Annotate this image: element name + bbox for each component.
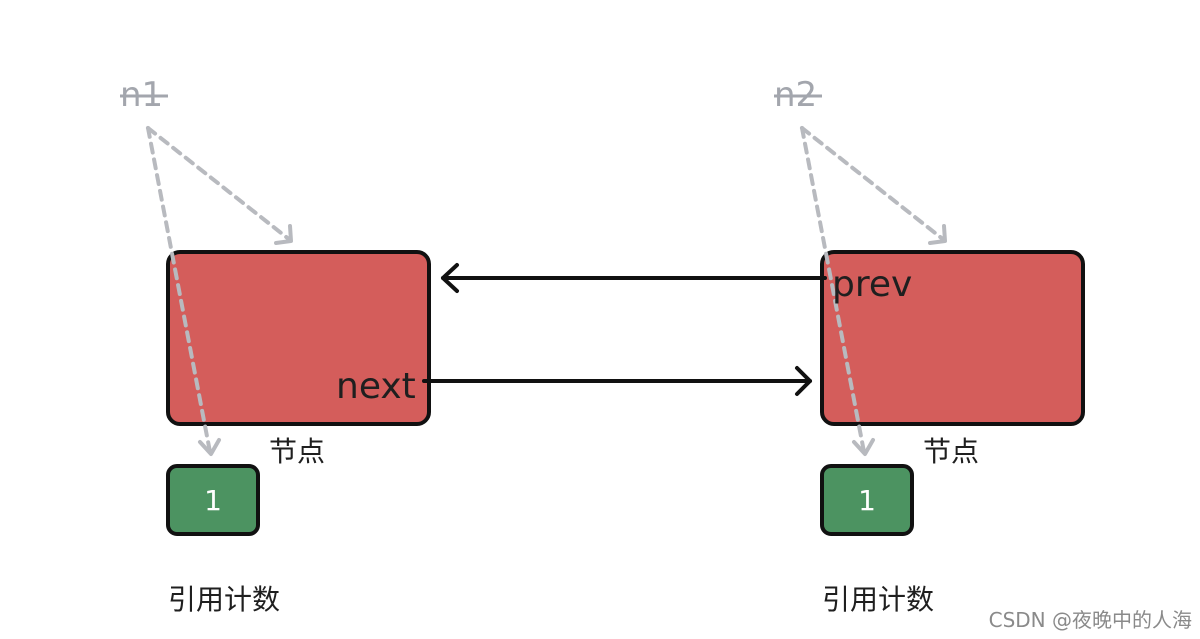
n1-to-node-arrowhead xyxy=(274,224,293,245)
n2-to-node-reference xyxy=(800,126,946,242)
n1-to-node-reference xyxy=(146,126,292,242)
prev-arrowhead xyxy=(441,263,459,293)
n2-to-node-arrowhead xyxy=(928,224,947,245)
next-field-label: next xyxy=(336,366,416,407)
left-ref-count-box xyxy=(166,464,260,536)
n2-to-count-arrowhead xyxy=(852,438,875,456)
watermark-text: CSDN @夜晚中的人海 xyxy=(989,608,1192,632)
left-node-box xyxy=(166,250,431,426)
right-node-caption: 节点 xyxy=(923,435,979,468)
right-ref-count-value: 1 xyxy=(858,484,876,517)
n1-to-count-reference xyxy=(146,126,212,454)
n1-to-count-arrowhead xyxy=(198,438,221,456)
right-ref-count-caption: 引用计数 xyxy=(822,583,934,616)
left-node-caption: 节点 xyxy=(269,435,325,468)
right-node-box xyxy=(820,250,1085,426)
n2-to-count-reference xyxy=(800,126,866,454)
prev-field-label: prev xyxy=(832,264,912,305)
left-ref-count-value: 1 xyxy=(204,484,222,517)
left-ref-count-caption: 引用计数 xyxy=(168,583,280,616)
next-arrowhead xyxy=(795,366,812,396)
right-ref-count-box xyxy=(820,464,914,536)
